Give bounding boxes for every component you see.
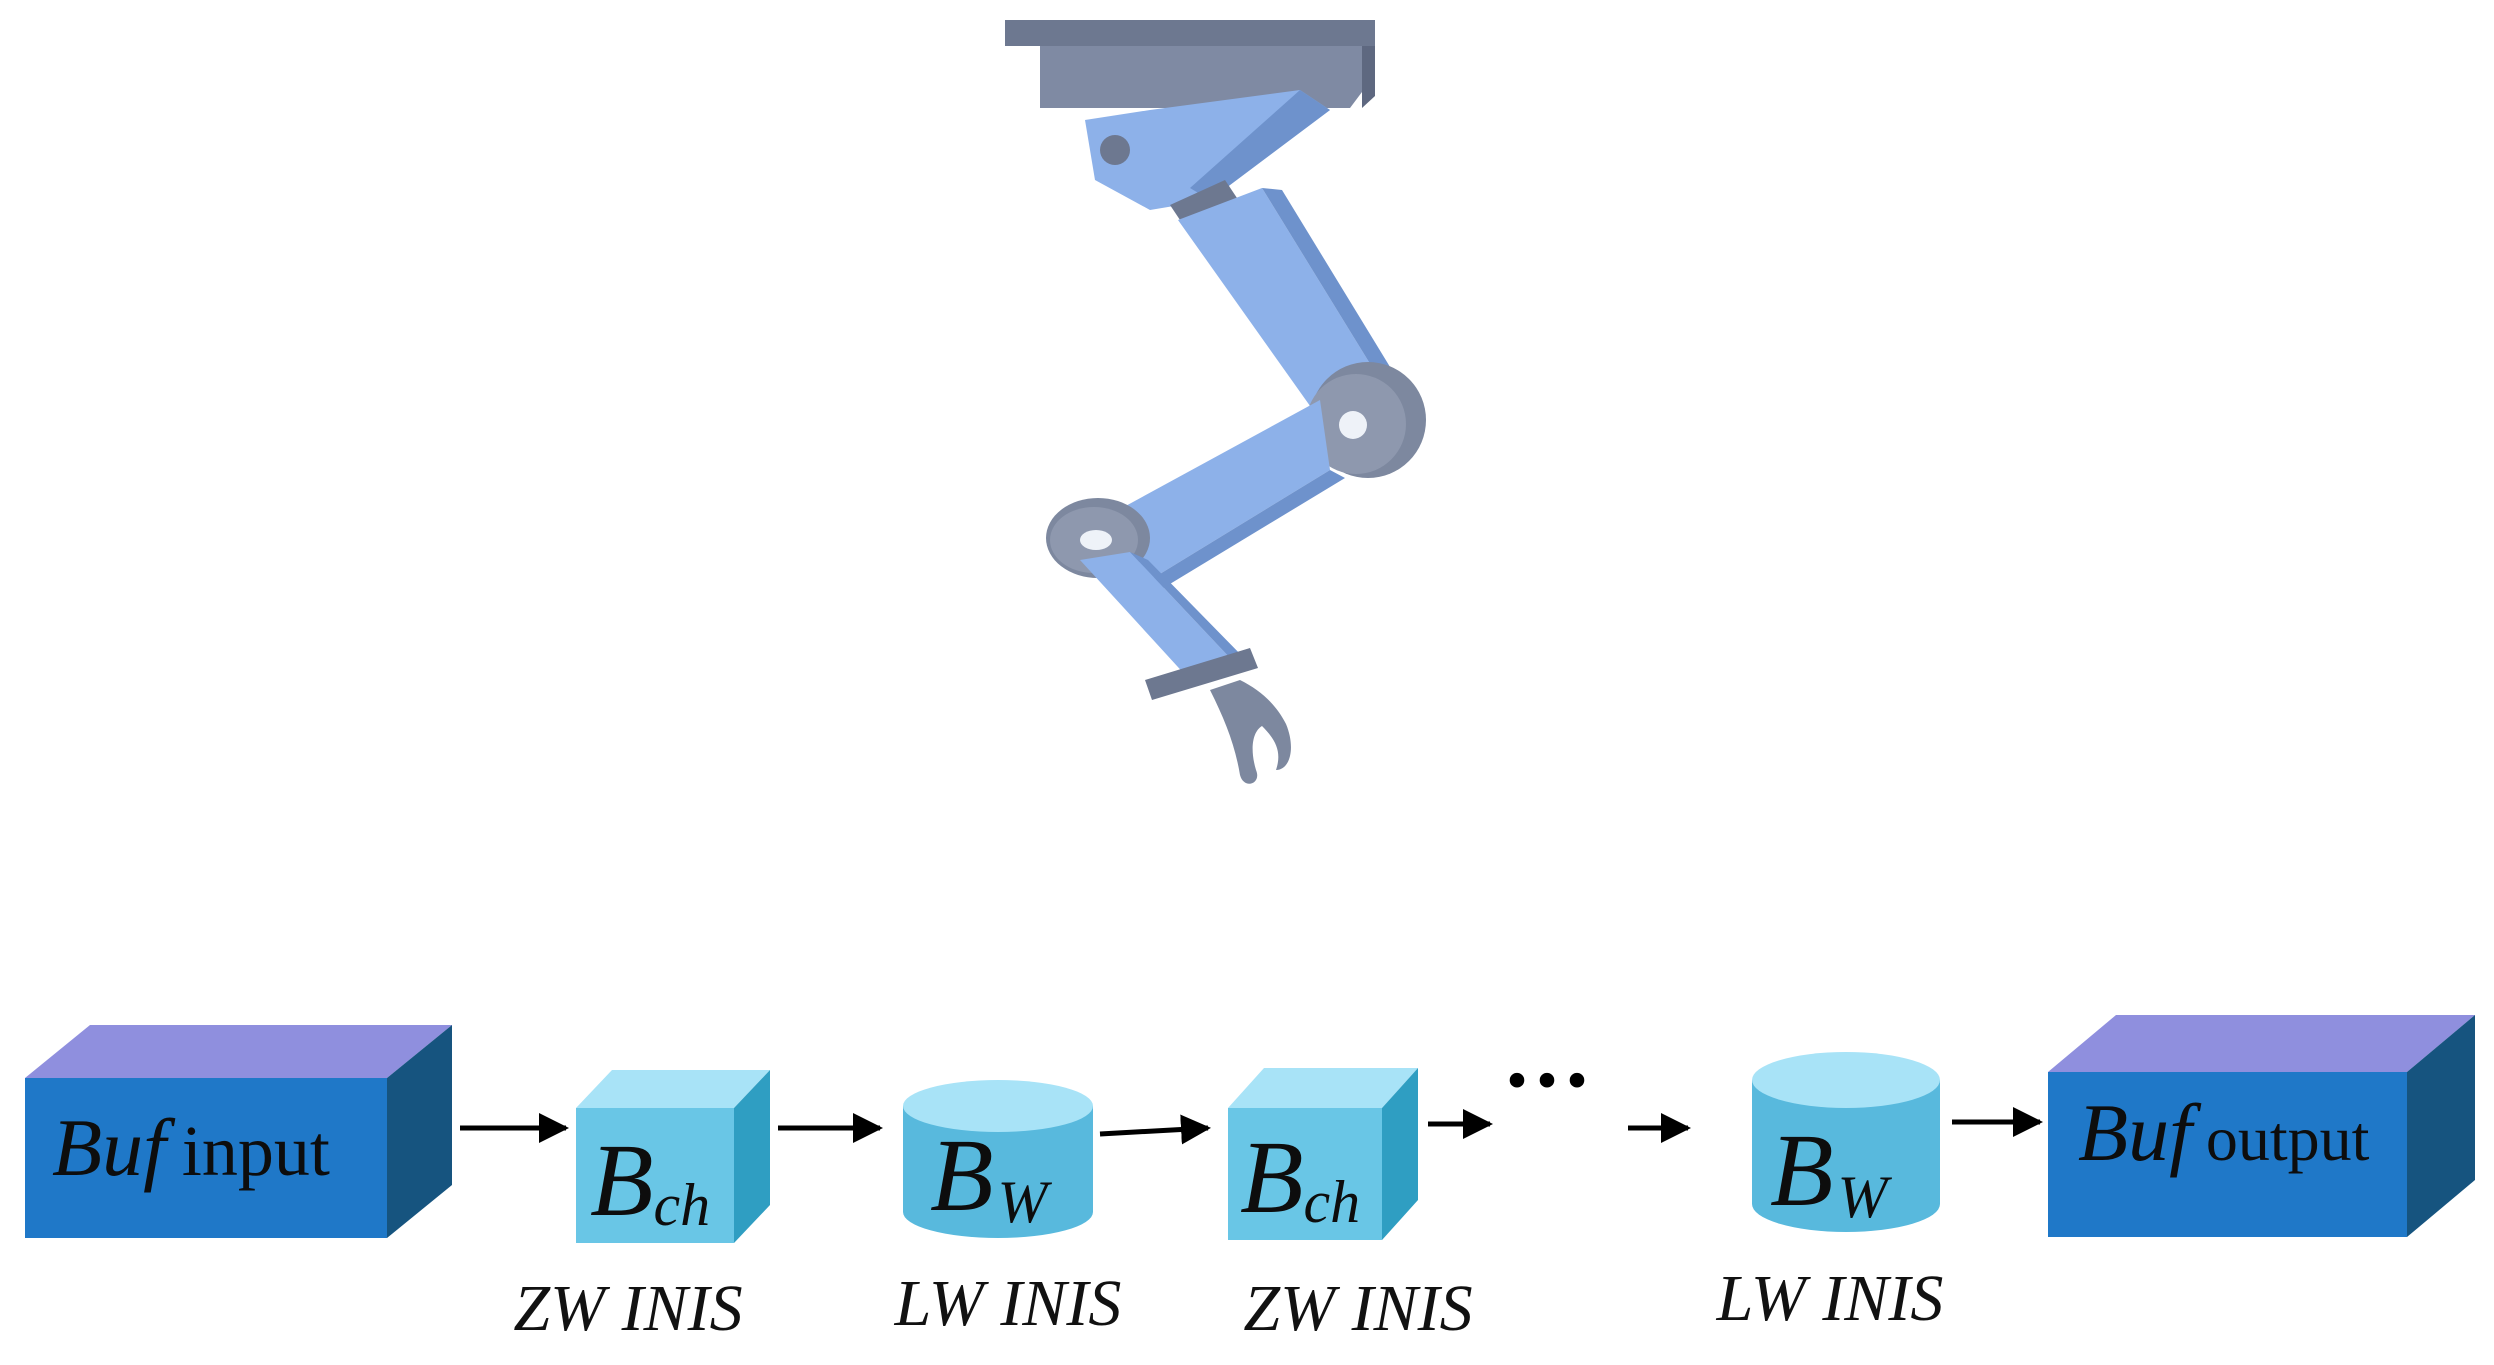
ellipsis: ··· (1502, 1031, 1592, 1130)
svg-text:BW: BW (930, 1118, 1053, 1235)
buffer-output-suffix: output (2206, 1103, 2370, 1174)
block-3-caption: ZW INIS (1243, 1272, 1472, 1345)
svg-text:Bch: Bch (1240, 1120, 1360, 1235)
block-2-letter: B (930, 1118, 994, 1233)
block-4-letter: B (1770, 1113, 1834, 1228)
block-3-letter: B (1240, 1120, 1304, 1235)
buffer-input-suffix: input (182, 1111, 330, 1191)
arrow-3 (1099, 1114, 1211, 1145)
block-1-subscript: ch (654, 1172, 711, 1238)
buffer-input-word: Buf (52, 1102, 176, 1193)
robot-arm-icon (1005, 20, 1426, 784)
svg-text:BW: BW (1770, 1113, 1893, 1230)
block-1-letter: B (590, 1123, 654, 1238)
block-3-subscript: ch (1304, 1169, 1361, 1235)
block-1-caption: ZW INIS (513, 1272, 742, 1345)
block-cylinder-2: BW LW INIS (1716, 1052, 1944, 1335)
block-2-subscript: W (998, 1169, 1053, 1235)
block-2-caption: LW INIS (894, 1267, 1122, 1340)
block-cylinder-1: BW LW INIS (894, 1080, 1122, 1340)
block-cube-1: Bch ZW INIS (513, 1070, 770, 1345)
buffer-output-word: Buf (2078, 1087, 2202, 1178)
block-cube-2: Bch ZW INIS (1228, 1068, 1473, 1345)
block-4-subscript: W (1838, 1164, 1893, 1230)
svg-text:Bch: Bch (590, 1123, 710, 1238)
block-4-caption: LW INIS (1716, 1262, 1944, 1335)
